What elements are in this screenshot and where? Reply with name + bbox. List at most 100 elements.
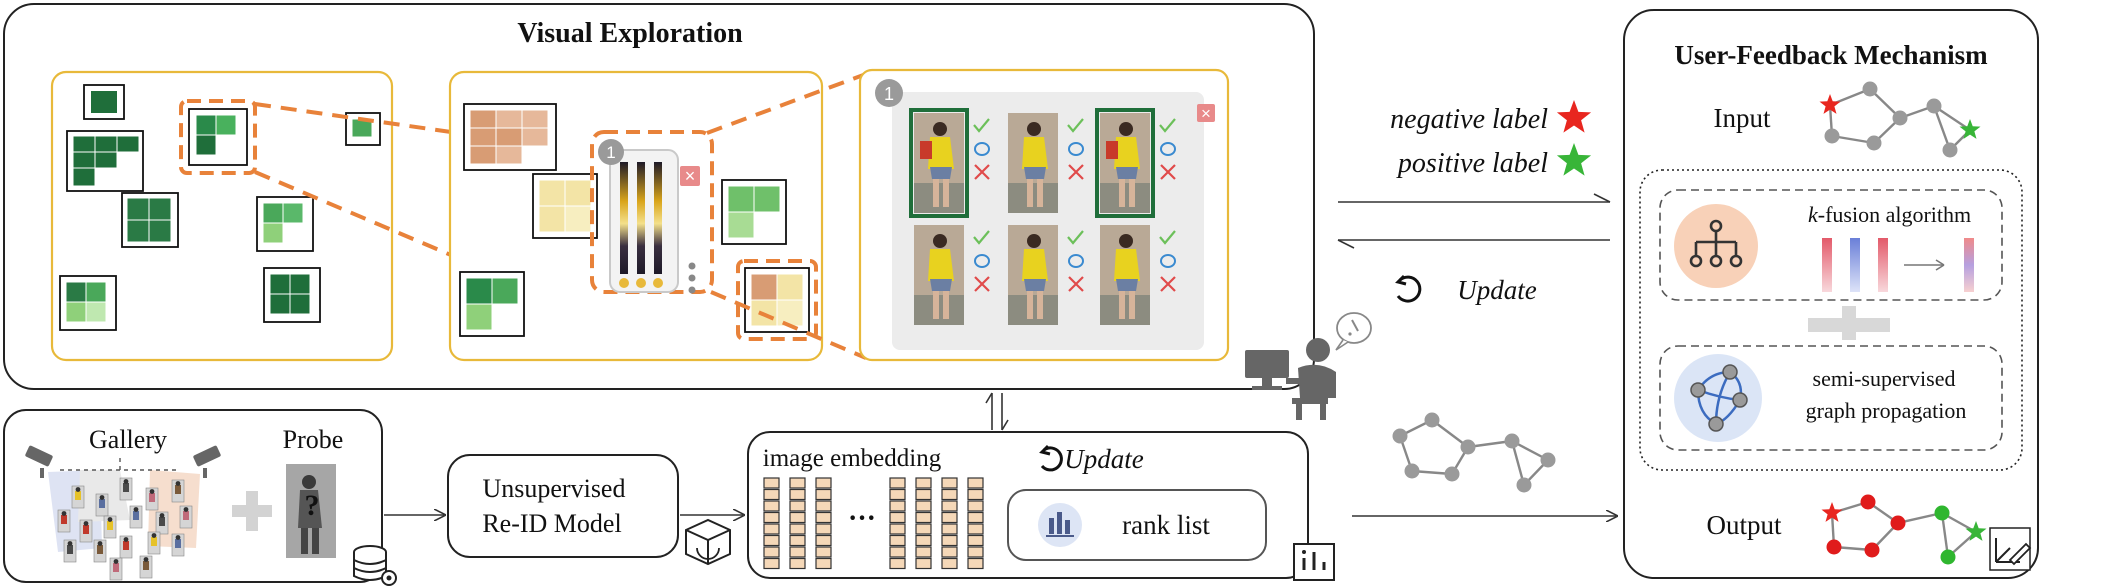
output-label: Output <box>1706 510 1782 540</box>
close-icon[interactable] <box>680 166 700 186</box>
graph-edge <box>1510 440 1526 486</box>
output-graph <box>1821 494 1987 565</box>
graph-node <box>1860 494 1876 510</box>
positive-star-icon <box>1959 119 1981 139</box>
close-icon[interactable] <box>1197 104 1215 122</box>
gallery-thumbnail <box>119 477 133 501</box>
positive-star-icon <box>1965 521 1987 541</box>
thought-bubble-icon <box>1335 312 1372 351</box>
cluster-glyph[interactable] <box>256 196 314 252</box>
cluster-glyph[interactable] <box>532 173 598 239</box>
gallery-thumbnail <box>155 511 169 535</box>
embedding-bar <box>654 162 662 274</box>
embedding-columns <box>763 477 984 570</box>
input-label: Input <box>1714 103 1771 133</box>
gallery-thumbnail <box>147 531 161 555</box>
cluster-glyph[interactable] <box>83 84 125 120</box>
more-dots-icon[interactable] <box>688 262 696 270</box>
camera-icon <box>193 445 221 478</box>
gallery-thumbnail <box>103 515 117 539</box>
cluster-glyph-highlighted[interactable] <box>736 259 818 341</box>
neutral-circle-icon <box>1068 142 1084 156</box>
positive-label: positive label <box>1396 148 1548 179</box>
cluster-glyph[interactable] <box>345 112 381 146</box>
cluster-glyph[interactable] <box>59 275 117 331</box>
neutral-circle-icon <box>974 142 990 156</box>
gallery-thumbnail <box>63 539 77 563</box>
rank-list-label: rank list <box>1122 510 1210 540</box>
bar-dot <box>653 278 663 288</box>
neutral-circle-icon <box>1068 254 1084 268</box>
fusion-vector <box>1878 238 1888 292</box>
probe-label: Probe <box>283 425 344 454</box>
neutral-circle-icon <box>1160 254 1176 268</box>
selected-outline <box>1095 108 1155 218</box>
embedding-vector <box>889 477 906 570</box>
cluster-glyph[interactable] <box>263 267 321 323</box>
person-thumbnail[interactable] <box>909 108 990 218</box>
user-feedback-title: User-Feedback Mechanism <box>1674 40 1988 70</box>
embedding-bar <box>620 162 628 274</box>
graph-preview <box>1392 412 1556 493</box>
cluster-glyph-highlighted[interactable] <box>179 99 257 175</box>
negative-star-icon <box>1821 502 1843 522</box>
unknown-identity-mark: ? <box>305 489 320 522</box>
graph-propagation-module: semi-supervised graph propagation <box>1659 345 2003 451</box>
cluster-glyph[interactable] <box>459 271 525 337</box>
gallery-thumbnail <box>119 535 133 559</box>
cluster-glyph[interactable] <box>66 130 144 192</box>
plus-icon <box>1808 306 1890 340</box>
negative-label: negative label <box>1390 104 1548 135</box>
gallery-image-collection <box>48 458 200 581</box>
badge-icon <box>875 79 903 107</box>
cluster-glyph[interactable] <box>721 179 787 245</box>
database-icon <box>353 545 397 586</box>
cross-icon <box>1068 164 1084 180</box>
probe-image: ? <box>286 464 336 558</box>
check-icon <box>1159 118 1176 133</box>
zoom-connector <box>710 290 867 360</box>
semi-supervised-label-line1: semi-supervised <box>1813 366 1956 391</box>
person-thumbnail[interactable] <box>1008 225 1084 325</box>
selected-outline <box>909 108 969 218</box>
person-thumbnail[interactable] <box>1008 113 1084 213</box>
embedding-vector <box>815 477 832 570</box>
person-thumbnail[interactable] <box>914 225 990 325</box>
model-cube-icon <box>685 518 731 566</box>
graph-node <box>1460 439 1476 455</box>
fusion-vector <box>1850 238 1860 292</box>
refresh-icon[interactable] <box>1395 274 1422 303</box>
cross-icon <box>1068 276 1084 292</box>
camera-icon <box>25 445 53 478</box>
embedding-vector <box>789 477 806 570</box>
negative-star-icon <box>1819 94 1841 114</box>
semi-supervised-label-line2: graph propagation <box>1806 398 1967 423</box>
gallery-thumbnail <box>79 519 93 543</box>
gallery-thumbnail <box>71 485 85 509</box>
embedding-vector <box>941 477 958 570</box>
fusion-vector <box>1822 238 1832 292</box>
graph-node <box>1864 542 1880 558</box>
edit-axes-icon[interactable] <box>1989 527 2032 571</box>
person-thumbnail[interactable] <box>1095 108 1176 218</box>
embedding-rank-box: image embedding ··· Update rank list <box>747 431 1335 581</box>
fused-vector <box>1964 238 1974 292</box>
gallery-thumbnail <box>109 557 123 581</box>
gallery-thumbnail <box>139 555 153 579</box>
person-thumbnail[interactable] <box>1100 225 1176 325</box>
rank-list-button[interactable]: rank list <box>1007 489 1267 561</box>
refresh-icon[interactable] <box>1039 444 1063 472</box>
graph-node <box>1892 110 1908 126</box>
embedding-vector <box>915 477 932 570</box>
neutral-circle-icon <box>1160 142 1176 156</box>
analyst-at-computer-icon <box>1245 312 1372 420</box>
graph-node <box>1942 142 1958 158</box>
cluster-glyph[interactable] <box>463 103 557 171</box>
cluster-glyph[interactable] <box>121 192 179 248</box>
cross-icon <box>974 164 990 180</box>
embedding-inspector[interactable]: 1 × <box>590 130 714 294</box>
graph-node <box>1934 505 1950 521</box>
person-image-grid-view: 1 × <box>858 68 1230 362</box>
user-feedback-panel: User-Feedback Mechanism Input k-fusion a… <box>1623 9 2039 579</box>
